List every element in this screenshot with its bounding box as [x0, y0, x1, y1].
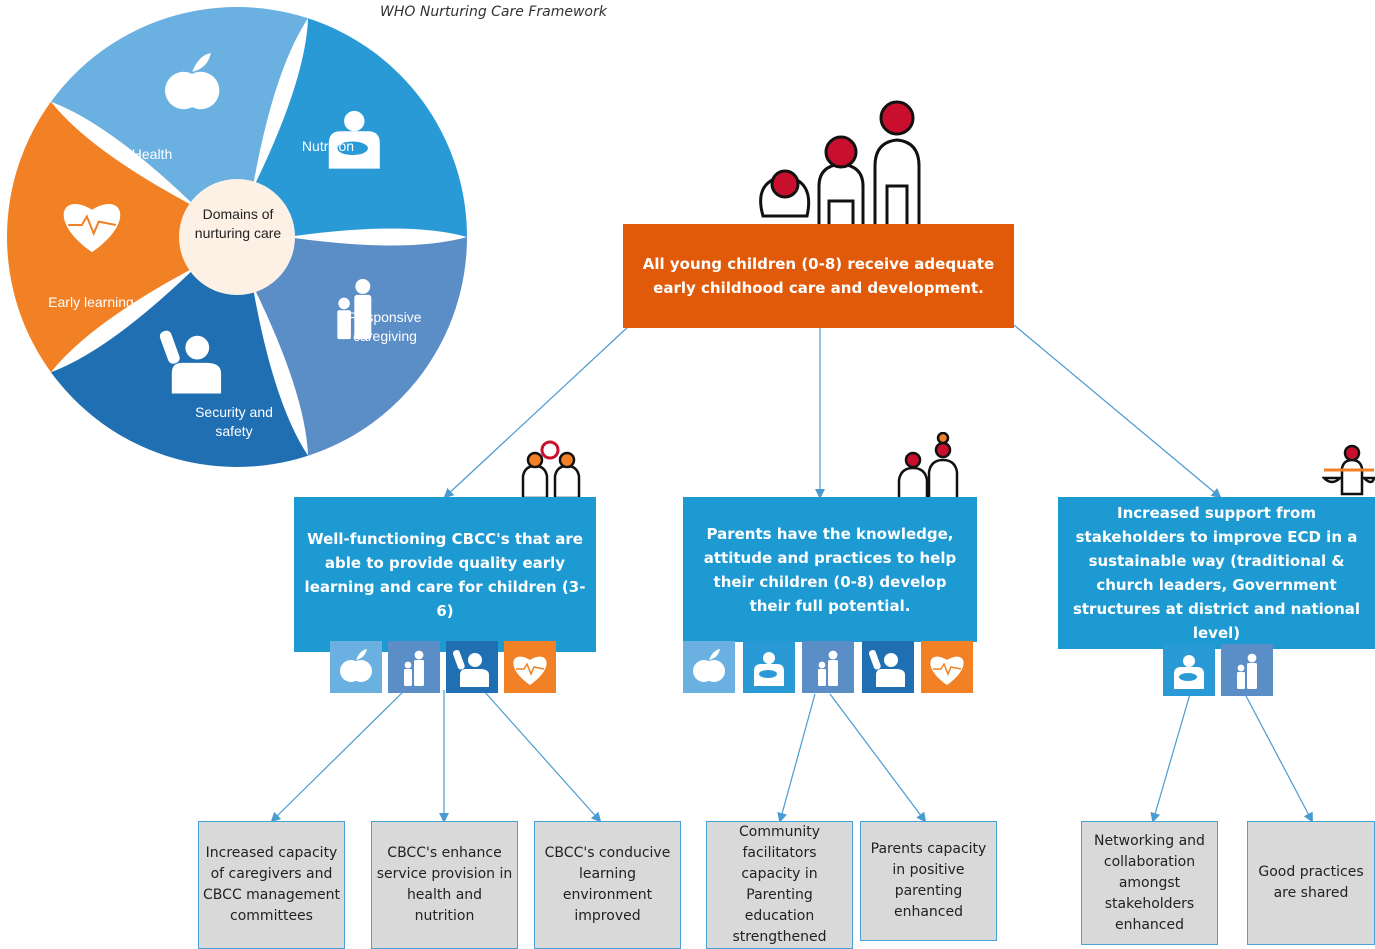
caregiver-icon: [742, 641, 795, 693]
connector-arrow: [777, 693, 816, 823]
connector-arrow: [829, 693, 927, 823]
segment-label-responsive: Responsive caregiving: [348, 309, 422, 344]
wheel-center: [179, 179, 295, 295]
raised-hand-icon: [159, 330, 222, 394]
wheel-graphic: [6, 7, 467, 467]
outcome-box-stakeholders: Increased support from stakeholders to i…: [1058, 497, 1375, 649]
output-box-facilitator-capacity: Community facilitators capacity in Paren…: [706, 821, 853, 949]
segment-label-nutrition: Nutrition: [301, 138, 355, 154]
connector-arrow: [443, 324, 631, 499]
output-box-learning-environment: CBCC's conducive learning environment im…: [534, 821, 681, 949]
connector-arrow: [482, 689, 602, 823]
output-box-service-provision: CBCC's enhance service provision in heal…: [371, 821, 518, 949]
output-box-parent-capacity: Parents capacity in positive parenting e…: [860, 821, 997, 941]
apple-icon: [330, 641, 382, 693]
goal-box: All young children (0-8) receive adequat…: [623, 224, 1014, 328]
family-icon: [388, 641, 440, 693]
wheel-segment-security: [252, 237, 467, 456]
connector-arrow: [270, 689, 406, 823]
connector-arrow: [1244, 693, 1313, 823]
nurturing-care-wheel: Domains of nurturing care Health Nutriti…: [0, 0, 470, 470]
wheel-segment-nutrition: [50, 7, 309, 208]
segment-label-health: Health: [131, 146, 173, 162]
heart-icon: [921, 641, 973, 693]
caregiver-icon: [1163, 644, 1215, 696]
connector-arrow: [1013, 324, 1222, 499]
connector-arrow: [1150, 693, 1191, 823]
output-box-good-practices: Good practices are shared: [1247, 821, 1375, 945]
outcome-box-cbcc: Well-functioning CBCC's that are able to…: [294, 497, 596, 652]
raised-hand-icon: [446, 641, 498, 693]
wheel-segment-early: [50, 266, 309, 467]
apple-icon: [683, 641, 735, 693]
output-box-caregiver-capacity: Increased capacity of caregivers and CBC…: [198, 821, 345, 949]
playing-children-icon: [521, 440, 581, 500]
wheel-segment-responsive: [252, 18, 467, 237]
family-icon: [1221, 644, 1273, 696]
family-icon: [337, 278, 372, 340]
outcome-box-parents: Parents have the knowledge, attitude and…: [683, 497, 977, 642]
family-icon: [802, 641, 854, 693]
heart-icon: [63, 203, 121, 253]
wheel-center-label: Domains of nurturing care: [194, 206, 282, 241]
heart-icon: [504, 641, 556, 693]
raised-hand-icon: [861, 641, 914, 693]
scales-icon: [1322, 444, 1375, 496]
apple-icon: [164, 53, 220, 110]
children-group-icon: [759, 100, 921, 228]
framework-caption: WHO Nurturing Care Framework: [380, 4, 607, 20]
output-box-networking: Networking and collaboration amongst sta…: [1081, 821, 1218, 945]
segment-label-security: Security and safety: [195, 404, 273, 439]
caregiver-icon: [328, 110, 380, 169]
wheel-segment-health: [6, 101, 197, 373]
segment-label-early: Early learning: [48, 294, 134, 310]
